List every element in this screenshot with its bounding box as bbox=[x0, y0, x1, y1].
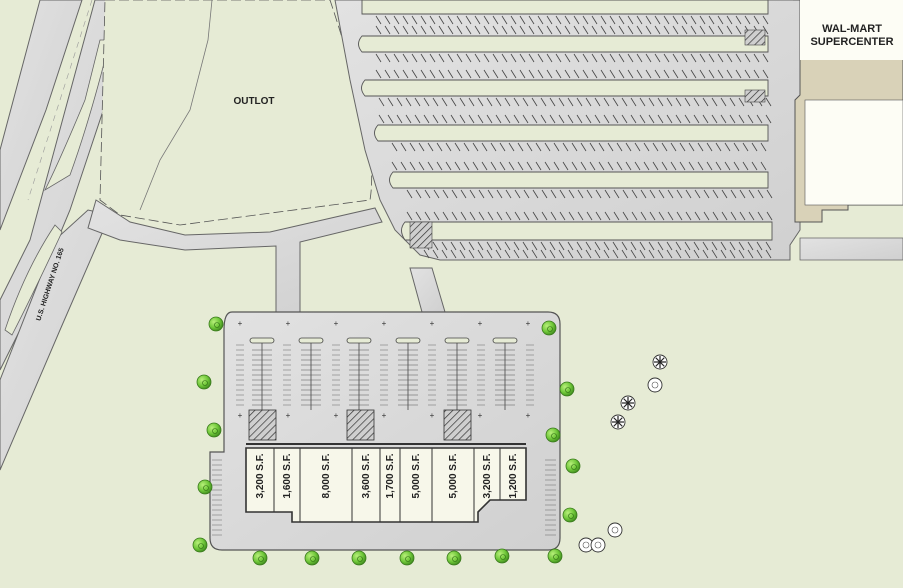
svg-text:+: + bbox=[478, 411, 483, 420]
tree bbox=[192, 537, 208, 553]
tree bbox=[197, 479, 213, 495]
walmart-building bbox=[793, 0, 903, 261]
tree bbox=[559, 381, 575, 397]
svg-text:+: + bbox=[382, 411, 387, 420]
parking-island bbox=[346, 337, 372, 344]
tree bbox=[562, 507, 578, 523]
svg-text:+: + bbox=[430, 411, 435, 420]
parking-rows bbox=[358, 0, 773, 241]
svg-text:+: + bbox=[382, 319, 387, 328]
tree bbox=[208, 316, 224, 332]
hatched-pad bbox=[346, 409, 375, 441]
svg-text:+: + bbox=[478, 319, 483, 328]
parking-island bbox=[444, 337, 470, 344]
svg-text:+: + bbox=[238, 319, 243, 328]
svg-text:+: + bbox=[286, 319, 291, 328]
svg-text:+: + bbox=[430, 319, 435, 328]
outlot-label: OUTLOT bbox=[233, 96, 274, 107]
svg-text:+: + bbox=[286, 411, 291, 420]
tree bbox=[206, 422, 222, 438]
landscape-trees bbox=[192, 316, 581, 566]
unit-area-label: 5,000 S.F. bbox=[448, 453, 459, 498]
hatched-area bbox=[744, 29, 766, 46]
tree bbox=[252, 550, 268, 566]
svg-text:+: + bbox=[526, 319, 531, 328]
retail-building bbox=[245, 443, 527, 523]
tree bbox=[547, 548, 563, 564]
hatched-area bbox=[409, 221, 433, 249]
hatched-pad bbox=[248, 409, 277, 441]
unit-area-label: 5,000 S.F. bbox=[411, 453, 422, 498]
tree bbox=[565, 458, 581, 474]
svg-text:+: + bbox=[334, 319, 339, 328]
unit-area-label: 8,000 S.F. bbox=[321, 453, 332, 498]
sketch-tree bbox=[647, 377, 663, 393]
svg-text:+: + bbox=[238, 411, 243, 420]
tree bbox=[196, 374, 212, 390]
sketch-trees bbox=[578, 354, 668, 553]
tree bbox=[545, 427, 561, 443]
outlot-tree-line bbox=[139, 0, 213, 211]
hatched-area bbox=[744, 89, 766, 103]
svg-text:+: + bbox=[526, 411, 531, 420]
tree bbox=[351, 550, 367, 566]
tree bbox=[399, 550, 415, 566]
tree bbox=[541, 320, 557, 336]
sketch-tree bbox=[590, 537, 606, 553]
anchor-label-line1: WAL-MART bbox=[822, 23, 882, 35]
unit-dividers bbox=[273, 448, 501, 522]
parking-island bbox=[395, 337, 421, 344]
unit-area-label: 3,200 S.F. bbox=[255, 453, 266, 498]
unit-area-label: 1,600 S.F. bbox=[282, 453, 293, 498]
unit-area-label: 3,600 S.F. bbox=[361, 453, 372, 498]
parking-island bbox=[492, 337, 518, 344]
parking-island bbox=[249, 337, 275, 344]
parking-stall-lines bbox=[375, 15, 897, 259]
svg-text:+: + bbox=[334, 411, 339, 420]
center-parking-islands: + + + + + + + + + + + + + + bbox=[212, 319, 556, 536]
unit-area-label: 1,200 S.F. bbox=[508, 453, 519, 498]
tree bbox=[446, 550, 462, 566]
sketch-tree bbox=[607, 522, 623, 538]
anchor-label-line2: SUPERCENTER bbox=[810, 36, 893, 48]
unit-area-label: 1,700 S.F. bbox=[385, 453, 396, 498]
hatched-pad bbox=[443, 409, 472, 441]
parking-island bbox=[298, 337, 324, 344]
tree bbox=[494, 548, 510, 564]
unit-labels: 3,200 S.F. 1,600 S.F. 8,000 S.F. 3,600 S.F.… bbox=[255, 453, 519, 498]
outlot-boundary bbox=[99, 0, 373, 226]
tree bbox=[304, 550, 320, 566]
unit-area-label: 3,200 S.F. bbox=[482, 453, 493, 498]
